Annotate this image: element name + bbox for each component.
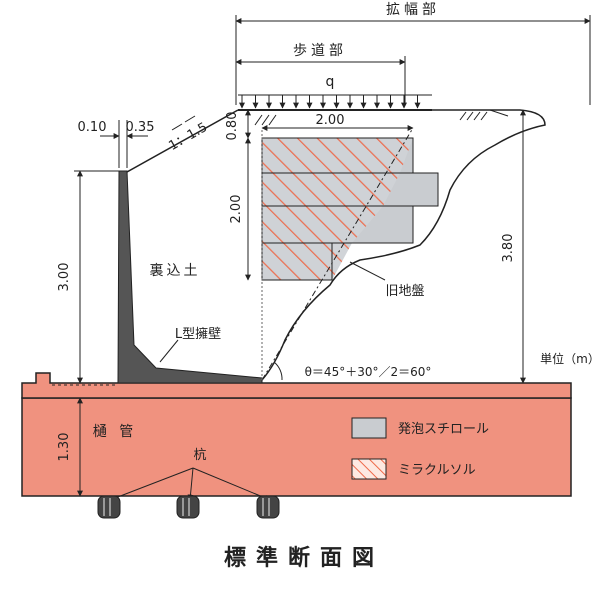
label-dim-380: 3.80 <box>501 234 516 263</box>
label-dim-200-left: 2.00 <box>229 195 244 224</box>
legend-eps-label: 発泡スチロール <box>398 422 489 437</box>
label-extension: 拡幅部 <box>386 2 440 18</box>
label-dim-080: 0.80 <box>225 112 240 141</box>
ground-base <box>21 372 572 399</box>
label-load: q <box>326 74 335 90</box>
ground-hatch-marks <box>254 111 488 126</box>
pile <box>256 495 280 519</box>
label-l-wall: L型擁壁 <box>175 327 221 342</box>
label-old-ground: 旧地盤 <box>385 284 424 299</box>
legend-eps-swatch <box>351 417 387 439</box>
label-dim-300: 3.00 <box>57 263 72 292</box>
label-pipe: 樋 管 <box>93 424 137 440</box>
pile <box>176 495 200 519</box>
slope-line <box>126 109 239 173</box>
legend-miraclesol-label: ミラクルソル <box>398 463 476 478</box>
l-retaining-wall <box>117 170 263 384</box>
old-ground-line <box>261 109 546 381</box>
legend-miraclesol-swatch <box>351 458 387 480</box>
pile <box>97 495 121 519</box>
label-pile: 杭 <box>193 448 206 463</box>
label-dim-200-top: 2.00 <box>316 113 345 128</box>
label-slope: 1：1.5 <box>166 120 210 154</box>
label-dim-035: 0.35 <box>126 120 155 135</box>
caption: 標準断面図 <box>223 546 384 571</box>
label-backfill: 裏込土 <box>150 262 201 279</box>
label-angle-formula: θ＝45°＋30°／2＝60° <box>305 365 432 379</box>
load-arrows <box>238 94 432 109</box>
label-dim-130: 1.30 <box>57 433 72 462</box>
pipe-zone <box>21 397 572 497</box>
label-unit: 単位（m） <box>540 351 600 366</box>
label-sidewalk: 歩道部 <box>293 43 347 59</box>
label-dim-010: 0.10 <box>78 120 107 135</box>
